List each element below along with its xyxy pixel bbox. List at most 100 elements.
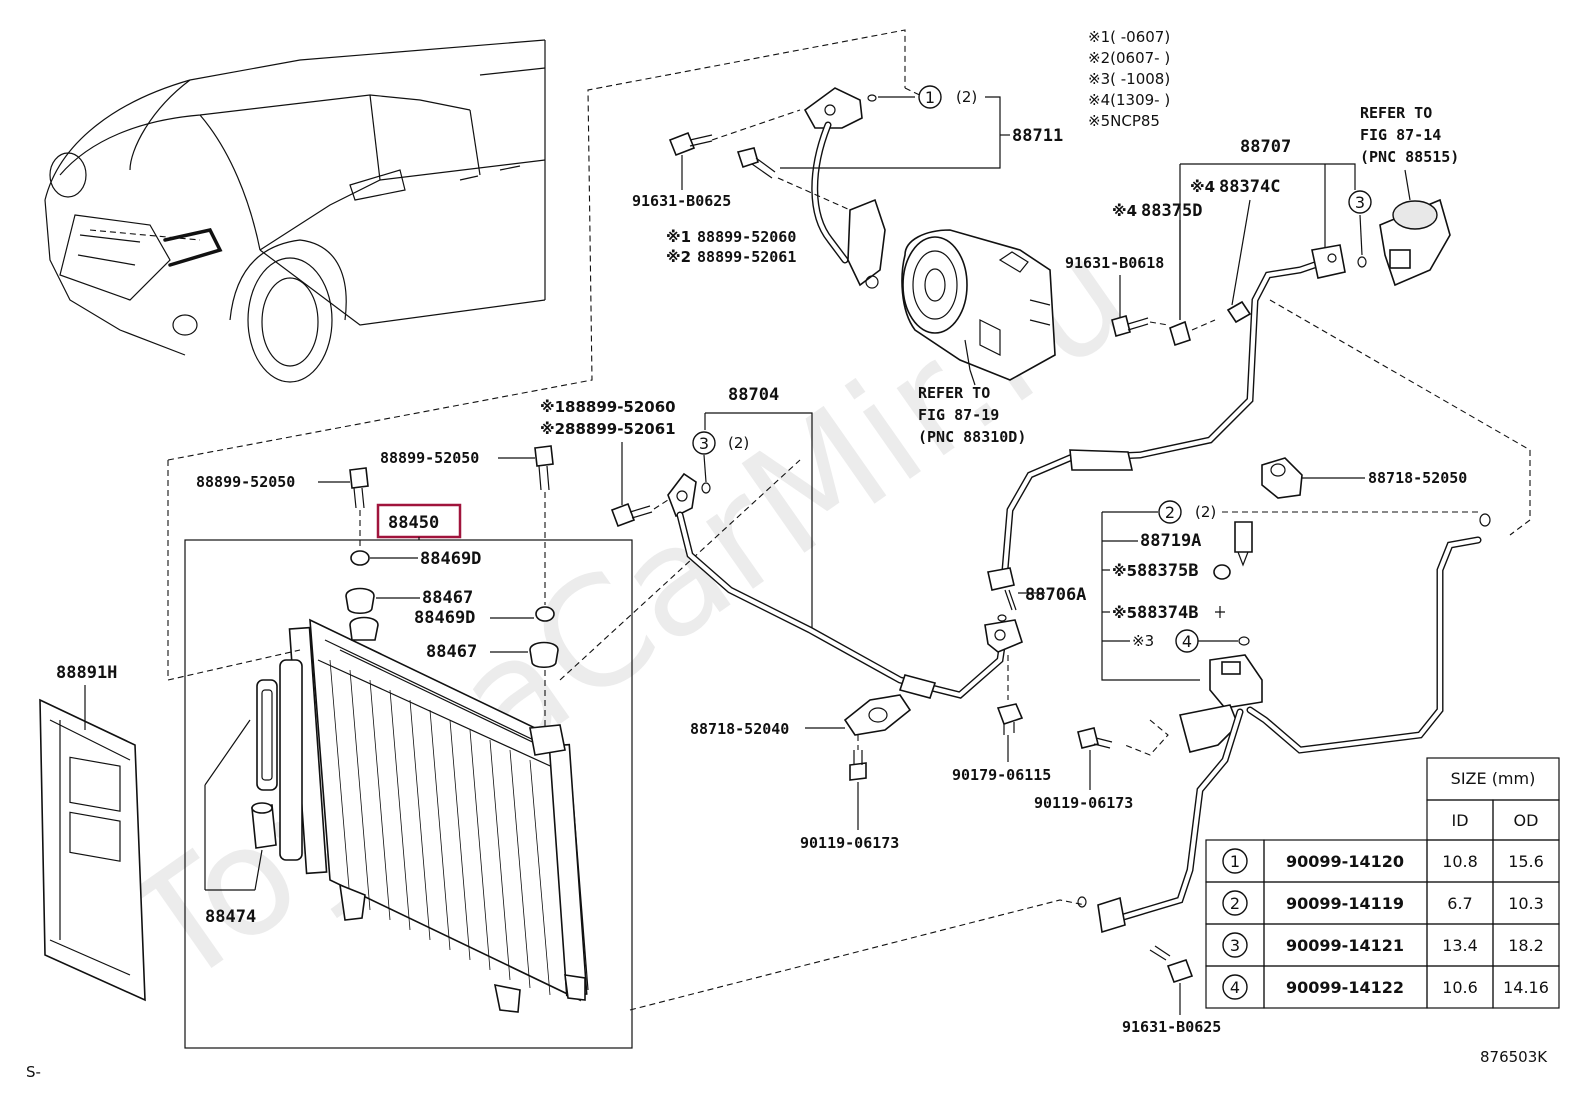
size-table-col-od: OD bbox=[1514, 811, 1539, 830]
label-90179-06115[interactable]: 90179-06115 bbox=[952, 766, 1051, 784]
svg-text:6.7: 6.7 bbox=[1447, 894, 1472, 913]
cushion-88469d-a-icon bbox=[350, 550, 370, 566]
label-90119-06173-a[interactable]: 90119-06173 bbox=[800, 834, 899, 852]
label-88711[interactable]: 88711 bbox=[1012, 126, 1063, 146]
svg-text:3: 3 bbox=[1230, 936, 1240, 955]
refer-to-fig-87-14[interactable]: REFER TO FIG 87-14 (PNC 88515) bbox=[1360, 104, 1459, 166]
vehicle-sketch bbox=[44, 39, 546, 383]
label-88704[interactable]: 88704 bbox=[728, 385, 779, 405]
label-91631-b0625-bot[interactable]: 91631-B0625 bbox=[1122, 1018, 1221, 1036]
expansion-valve-icon bbox=[1379, 198, 1451, 287]
o-ring-size-table: SIZE (mm) ID OD 1 90099-14120 10.8 15.6 … bbox=[1205, 757, 1560, 1009]
svg-text:90099-14120: 90099-14120 bbox=[1286, 852, 1404, 871]
svg-text:(2): (2) bbox=[1195, 503, 1216, 521]
callout-3-top[interactable] bbox=[1348, 190, 1372, 214]
nut-90179-06115-icon bbox=[996, 703, 1024, 735]
bolt-88899-52060-mid-icon bbox=[610, 502, 653, 528]
label-91631-b0618[interactable]: 91631-B0618 bbox=[1065, 254, 1164, 272]
svg-text:※3( -1008): ※3( -1008) bbox=[1088, 70, 1170, 88]
callout-3-mid[interactable] bbox=[692, 431, 716, 455]
label-88375b[interactable]: ※588375B bbox=[1112, 561, 1198, 581]
label-90119-06173-b[interactable]: 90119-06173 bbox=[1034, 794, 1133, 812]
label-88469d-b[interactable]: 88469D bbox=[414, 608, 475, 628]
bolt-88899-52050-a-icon bbox=[349, 467, 369, 509]
svg-text:(2): (2) bbox=[956, 88, 977, 106]
label-91631-b0625-top[interactable]: 91631-B0625 bbox=[632, 192, 731, 210]
table-row: 4 90099-14122 10.6 14.16 bbox=[1205, 965, 1560, 1009]
footer-left: S- bbox=[26, 1063, 41, 1081]
label-88374b[interactable]: ※588374B bbox=[1112, 603, 1198, 623]
svg-text:13.4: 13.4 bbox=[1442, 936, 1478, 955]
label-88899-52050-a[interactable]: 88899-52050 bbox=[196, 473, 295, 491]
label-288899-52061[interactable]: ※288899-52061 bbox=[540, 420, 676, 438]
bolt-90119-06173-b-icon bbox=[1077, 727, 1113, 749]
desiccant-88474-icon bbox=[251, 679, 278, 849]
discharge-hose-88711 bbox=[803, 87, 886, 289]
condenser-assembly-box bbox=[184, 539, 633, 1049]
svg-text:90099-14122: 90099-14122 bbox=[1286, 978, 1404, 997]
label-88474[interactable]: 88474 bbox=[205, 907, 256, 927]
cushion-88469d-b-icon bbox=[535, 606, 555, 622]
svg-text:(PNC 88515): (PNC 88515) bbox=[1360, 148, 1459, 166]
svg-text:10.6: 10.6 bbox=[1442, 978, 1478, 997]
receiver-block-icon bbox=[1179, 654, 1263, 753]
callout-1[interactable] bbox=[918, 85, 942, 109]
svg-text:14.16: 14.16 bbox=[1503, 978, 1549, 997]
svg-text:15.6: 15.6 bbox=[1508, 852, 1544, 871]
header-notes: ※1( -0607) ※2(0607- ) ※3( -1008) ※4(1309… bbox=[1088, 28, 1170, 130]
svg-text:10.3: 10.3 bbox=[1508, 894, 1544, 913]
bolt-88899-52050-b-icon bbox=[534, 445, 554, 491]
label-88467-a[interactable]: 88467 bbox=[422, 588, 473, 608]
size-table-title: SIZE (mm) bbox=[1451, 769, 1536, 788]
refer-to-fig-87-19[interactable]: REFER TO FIG 87-19 (PNC 88310D) bbox=[918, 384, 1026, 446]
label-88450[interactable]: 88450 bbox=[388, 513, 439, 533]
clamp-88718-52040-icon bbox=[843, 694, 912, 736]
label-88467-b[interactable]: 88467 bbox=[426, 642, 477, 662]
label-88718-52040[interactable]: 88718-52040 bbox=[690, 720, 789, 738]
label-88899-52050-b[interactable]: 88899-52050 bbox=[380, 449, 479, 467]
label-88718-52050[interactable]: 88718-52050 bbox=[1368, 469, 1467, 487]
condenser-core-icon bbox=[279, 616, 589, 1013]
svg-text:90099-14119: 90099-14119 bbox=[1286, 894, 1404, 913]
svg-text:※4(1309- ): ※4(1309- ) bbox=[1088, 91, 1170, 109]
svg-text:(PNC 88310D): (PNC 88310D) bbox=[918, 428, 1026, 446]
svg-text:90099-14121: 90099-14121 bbox=[1286, 936, 1404, 955]
svg-text:3: 3 bbox=[1355, 193, 1365, 212]
bolt-91631-b0625-top-icon bbox=[668, 131, 713, 190]
svg-text:18.2: 18.2 bbox=[1508, 936, 1544, 955]
svg-text:FIG 87-14: FIG 87-14 bbox=[1360, 126, 1441, 144]
svg-text:FIG 87-19: FIG 87-19 bbox=[918, 406, 999, 424]
svg-text:10.8: 10.8 bbox=[1442, 852, 1478, 871]
label-88706a[interactable]: 88706A bbox=[1025, 585, 1086, 605]
figure-code: 876503K bbox=[1480, 1048, 1548, 1066]
table-row: 3 90099-14121 13.4 18.2 bbox=[1205, 923, 1560, 967]
block-88718-52050-icon bbox=[1261, 457, 1303, 499]
label-88891h[interactable]: 88891H bbox=[56, 663, 117, 683]
svg-text:2: 2 bbox=[1230, 894, 1240, 913]
svg-text:4: 4 bbox=[1182, 632, 1192, 651]
table-row: 2 90099-14119 6.7 10.3 bbox=[1205, 881, 1560, 925]
label-88707[interactable]: 88707 bbox=[1240, 137, 1291, 157]
pressure-switch-88719a-icon bbox=[1234, 521, 1253, 567]
svg-text:※2(0607- ): ※2(0607- ) bbox=[1088, 49, 1170, 67]
size-table-col-id: ID bbox=[1451, 811, 1468, 830]
label-188899-52060[interactable]: ※188899-52060 bbox=[540, 398, 676, 416]
bolt-91631-b0625-bot-icon bbox=[1149, 945, 1194, 984]
svg-text:2: 2 bbox=[1165, 503, 1175, 522]
label-88469d-a[interactable]: 88469D bbox=[420, 549, 481, 569]
label-88719a[interactable]: 88719A bbox=[1140, 531, 1201, 551]
cushion-88467-b-icon bbox=[529, 641, 559, 669]
svg-text:※5NCP85: ※5NCP85 bbox=[1088, 112, 1160, 130]
shroud-88891h-icon bbox=[39, 698, 146, 1002]
svg-text:※1( -0607): ※1( -0607) bbox=[1088, 28, 1170, 46]
svg-text:REFER TO: REFER TO bbox=[1360, 104, 1432, 122]
compressor-icon bbox=[901, 229, 1056, 381]
cushion-88467-a-icon bbox=[345, 587, 375, 615]
callout-2-right[interactable] bbox=[1158, 500, 1182, 524]
svg-text:(2): (2) bbox=[728, 434, 749, 452]
